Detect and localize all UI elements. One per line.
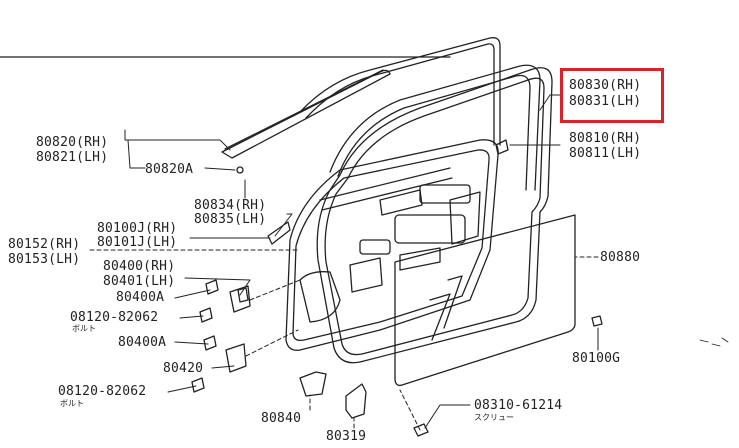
label-80880: 80880 — [600, 250, 641, 265]
label-80420: 80420 — [163, 361, 204, 376]
label-80810: 80810(RH) — [569, 131, 642, 146]
bracket-80840 — [299, 371, 327, 397]
belt-moulding-strip — [221, 69, 391, 159]
screw-08310 — [413, 423, 429, 437]
stopper-80319 — [345, 383, 367, 419]
label-80400: 80400(RH) — [103, 259, 176, 274]
hinge-lower — [225, 343, 247, 373]
bolt-lower — [191, 377, 205, 393]
label-80101j: 80101J(LH) — [97, 235, 178, 250]
door-weatherstrip — [316, 67, 553, 364]
leader-lines — [89, 94, 599, 431]
label-80100j: 80100J(RH) — [97, 221, 178, 236]
grommet-80100g — [591, 315, 603, 327]
label-80153: 80153(LH) — [8, 252, 81, 267]
window-run-channel — [0, 37, 501, 146]
label-80820: 80820(RH) — [36, 135, 109, 150]
door-glass — [394, 214, 576, 387]
label-80100g: 80100G — [572, 351, 621, 366]
label-80400a-1: 80400A — [116, 290, 165, 305]
label-80840: 80840 — [261, 411, 302, 426]
label-08120-2-sub: ボルト — [60, 399, 84, 408]
label-80834: 80834(RH) — [194, 198, 267, 213]
clip-80810 — [495, 139, 509, 155]
label-80319: 80319 — [326, 429, 367, 444]
clip-80820a — [236, 166, 244, 174]
label-80820a: 80820A — [145, 162, 194, 177]
label-80831: 80831(LH) — [569, 94, 642, 109]
hinge-upper — [229, 285, 251, 313]
label-08120-1: 08120-82062 — [70, 310, 159, 325]
label-08310-sub: スクリュー — [474, 413, 514, 422]
label-80152: 80152(RH) — [8, 237, 81, 252]
label-08310: 08310-61214 — [474, 398, 563, 413]
label-80830: 80830(RH) — [569, 78, 642, 93]
label-80811: 80811(LH) — [569, 146, 642, 161]
label-08120-2: 08120-82062 — [58, 384, 147, 399]
label-80400a-2: 80400A — [118, 335, 167, 350]
label-80835: 80835(LH) — [194, 212, 267, 227]
label-80401: 80401(LH) — [103, 274, 176, 289]
highlight-box — [560, 68, 664, 123]
label-80821: 80821(LH) — [36, 150, 109, 165]
bolt-upper — [199, 307, 213, 323]
label-08120-1-sub: ボルト — [72, 324, 96, 333]
pad-80834 — [267, 221, 291, 245]
door-sash — [329, 64, 541, 191]
